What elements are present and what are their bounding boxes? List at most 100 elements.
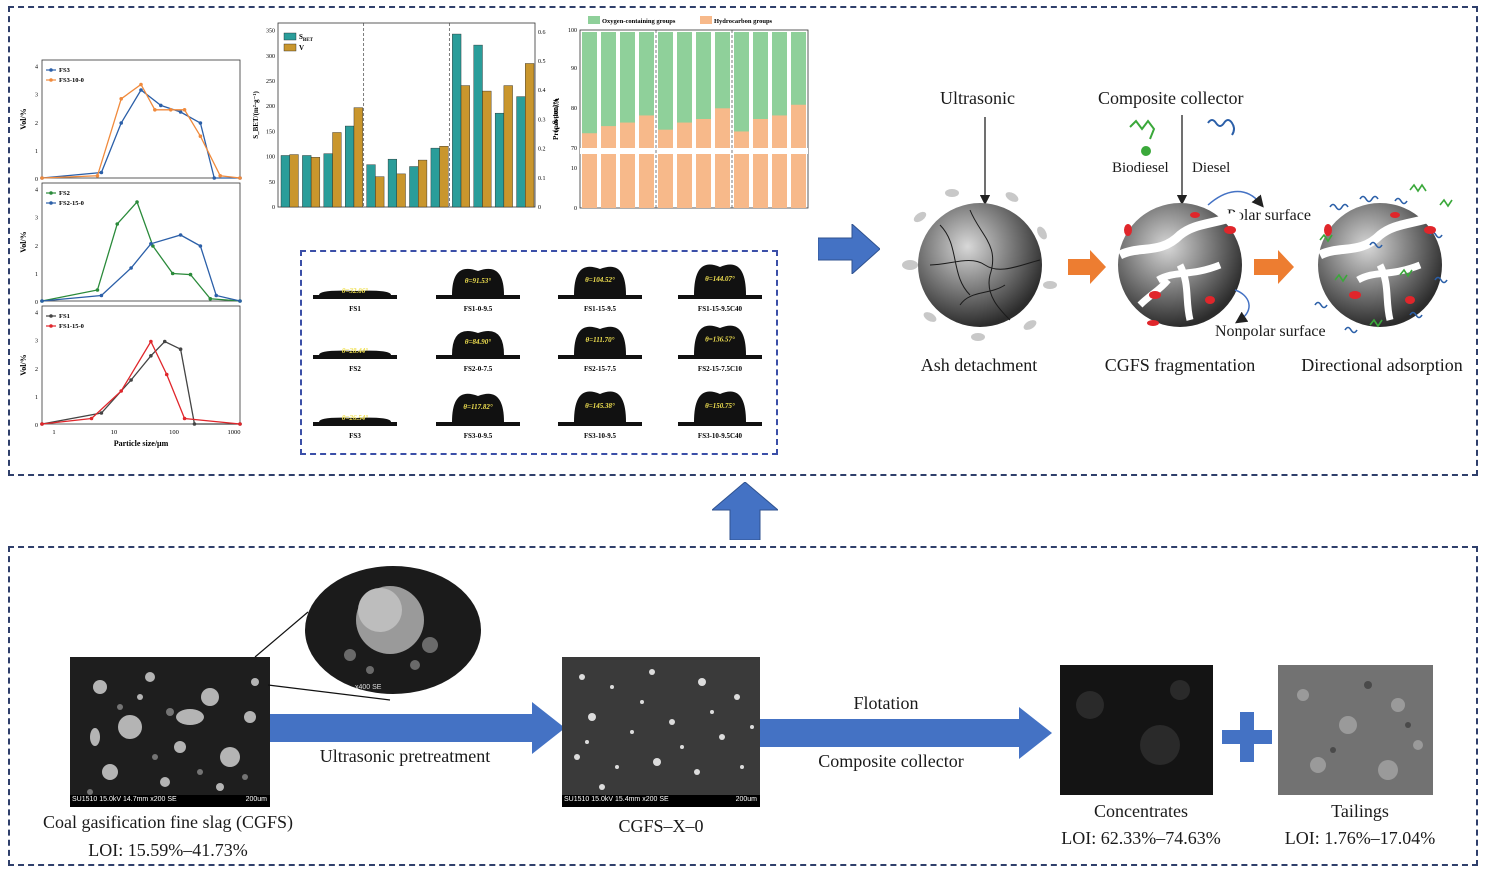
psd-legend: FS3 [59,67,71,74]
ftir-hydro-bar [715,108,730,208]
raw-cgfs-label: Coal gasification fine slag (CGFS) [43,812,293,832]
bet-v-bar [310,157,321,208]
raw-cgfs-loi: LOI: 15.59%–41.73% [88,840,248,860]
psd-ylabel: Vol/% [20,231,28,253]
ftir-legend-oxygen: Oxygen-containing groups [602,18,676,25]
bet-v-bar [525,63,535,208]
arrow-up [712,482,778,540]
psd-xtick: 1 [52,429,55,436]
contact-angle-value: θ=117.82° [463,403,492,411]
bet-right-tick: 0.2 [538,147,546,153]
psd-ytick: 0 [35,300,38,306]
directional-adsorption-label: Directional adsorption [1301,355,1463,375]
bet-v-bar [396,173,406,208]
polar-surface-label: Polar surface [1227,207,1311,224]
psd-point [99,411,104,415]
psd-point [159,103,163,108]
contact-angle-sample: FS3-10-9.5 [584,432,617,440]
ftir-hydro-bar [734,131,749,208]
bet-right-tick: 0.6 [538,30,546,36]
contact-angle-sample: FS2-15-7.5C10 [698,365,743,373]
psd-point [162,339,167,344]
raw-cgfs-sem-image: SU1510 15.0kV 14.7mm x200 SE 200um [70,657,270,807]
tailings-photo [1278,665,1433,795]
ftir-hydro-bar [620,122,635,208]
psd-legend: FS3-10-0 [59,77,84,84]
bet-right-tick: 0 [538,205,541,211]
contact-angle-fs1: θ=32.06°FS1 [313,287,397,313]
contact-angle-fs2-15-7.5: θ=111.70°FS2-15-7.5 [558,326,642,373]
ftir-ytick: 100 [568,28,577,34]
bet-right-tick: 0.1 [538,176,546,182]
contact-angle-fs1-15-9.5: θ=104.52°FS1-15-9.5 [558,266,642,313]
psd-point [168,108,173,112]
bet-v-bar [353,107,363,208]
sem1-caption: SU1510 15.0kV 14.7mm x200 SE [72,796,177,803]
bet-left-tick: 150 [266,129,275,135]
psd-legend: FS1 [59,313,70,320]
ultrasonic-label: Ultrasonic [940,88,1015,108]
contact-angle-value: θ=144.07° [705,275,735,283]
psd-point [149,242,153,246]
psd-legend: FS2 [59,190,70,197]
psd-point [89,416,94,421]
ftir-hydro-bar [601,126,616,208]
bet-left-tick: 200 [266,104,275,110]
psd-point [198,134,203,138]
contact-angle-value: θ=91.53° [465,277,491,285]
composite-collector-bottom-label: Composite collector [818,751,964,771]
contact-angle-fs3-10-9.5c40: θ=150.75°FS3-10-9.5C40 [678,391,762,440]
tailings-loi: LOI: 1.76%–17.04% [1284,828,1436,848]
psd-xtick: 100 [169,429,179,436]
ftir-hydro-bar [658,129,673,208]
psd-curve [41,340,241,425]
bet-legend-s: SBET [299,33,314,43]
bet-v-bar [460,85,470,208]
psd-curve [41,234,241,302]
contact-angle-sample: FS2-0-7.5 [464,365,493,373]
contact-angle-sample: FS3 [349,432,361,440]
concentrates-loi: LOI: 62.33%–74.63% [1061,828,1221,848]
bet-v-bar [289,154,299,208]
contact-angle-grid: θ=32.06°FS1θ=91.53°FS1-0-9.5θ=104.52°FS1… [313,264,762,440]
psd-point [214,293,219,298]
psd-point [95,288,100,292]
bet-s-bar [345,125,355,208]
ftir-hydro-bar [582,133,597,208]
psd-ytick: 2 [35,367,38,373]
bet-right-tick: 0.5 [538,59,546,65]
flotation-arrow [760,707,1052,759]
psd-point [178,347,183,352]
psd-ytick: 1 [35,149,38,155]
ftir-hydro-bar [791,104,806,208]
psd-legend: FS2-15-0 [59,200,84,207]
ftir-ytick: 0 [574,206,577,212]
concentrates-photo [1060,665,1213,795]
bet-bar-chart: 05010015020025030035000.10.20.30.40.50.6… [252,22,560,211]
psd-point [40,299,44,303]
ultrasonic-pretreatment-label: Ultrasonic pretreatment [319,746,491,766]
ftir-hydro-bar [753,119,768,208]
psd-point [188,272,193,277]
ftir-ytick: 90 [571,66,577,72]
contact-angle-sample: FS1-15-9.5C40 [698,305,743,313]
ultrasonic-arrow [270,702,565,754]
psd-legend: FS1-15-0 [59,323,84,330]
psd-curve [41,340,240,425]
contact-angle-value: θ=84.90° [465,338,491,346]
particle-size-chart: 01234Vol/%FS3FS3-10-001234Vol/%FS2FS2-15… [20,59,242,448]
psd-point [119,389,123,393]
bet-right-tick: 0.3 [538,117,546,123]
contact-angle-sample: FS1 [349,305,361,313]
bet-left-tick: 350 [266,29,275,35]
ftir-ytick: 70 [571,146,577,152]
psd-point [178,233,183,237]
contact-angle-fs2-0-7.5: θ=84.90° FS2-0-7.5 [436,331,520,373]
psd-ytick: 0 [35,177,38,183]
psd-ylabel: Vol/% [20,108,28,130]
psd-point [182,416,187,421]
psd-point [40,176,44,180]
tailings-label: Tailings [1331,801,1389,821]
